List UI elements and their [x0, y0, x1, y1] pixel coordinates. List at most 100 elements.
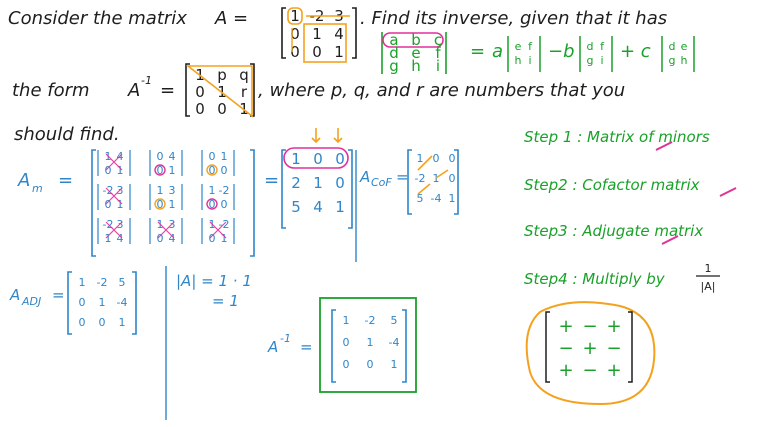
answer-cell: 0: [343, 358, 350, 371]
sign-cell: +: [558, 316, 573, 337]
cofactor-eq: =: [396, 168, 409, 186]
step4-num: 1: [705, 262, 712, 275]
minor-entry: 4: [117, 232, 124, 245]
cofactor-cell: 0: [433, 152, 440, 165]
det-minor1-cell: e: [515, 40, 522, 53]
answer-cell: 0: [343, 336, 350, 349]
answer-cell: 1: [391, 358, 398, 371]
cofactor-cell: 1: [433, 172, 440, 185]
step-1: Step 1 : Matrix of minors: [524, 128, 710, 146]
minors-result-cell: 0: [335, 174, 345, 192]
minor-entry: 0: [221, 198, 228, 211]
minor-entry: 0: [157, 164, 164, 177]
sign-cell: −: [606, 338, 621, 359]
step-3: Step3 : Adjugate matrix: [524, 222, 703, 240]
minors-sub: m: [32, 182, 43, 195]
minor-cross-mark: [105, 187, 123, 205]
minor-entry: 0: [105, 198, 112, 211]
answer-sup: -1: [280, 332, 291, 345]
cofactor-cell: 0: [449, 152, 456, 165]
det-minor2-cell: g: [587, 54, 594, 67]
sign-cell: −: [582, 360, 597, 381]
problem-line1b: . Find its inverse, given that it has: [360, 8, 667, 29]
minor-det-bars: [97, 184, 131, 210]
cofactor-cell: -2: [415, 172, 426, 185]
det-line1: |A| = 1 · 1: [176, 272, 252, 290]
answer-eq: =: [300, 338, 313, 356]
minor-entry: 0: [105, 164, 112, 177]
minor-det-bars: [97, 150, 131, 176]
minor-entry: 1: [221, 232, 228, 245]
det-minor1-cell: h: [515, 54, 522, 67]
adjugate-cell: 1: [79, 276, 86, 289]
sign-cell: −: [558, 338, 573, 359]
det-minor2-cell: i: [600, 54, 603, 67]
cofactor-cell: -4: [431, 192, 442, 205]
answer-cell: 1: [343, 314, 350, 327]
answer-cell: -2: [365, 314, 376, 327]
problem-line2a: the form: [12, 80, 90, 101]
matrix-a-cell: 1: [312, 25, 322, 43]
matrix-a-cell: 0: [290, 43, 300, 61]
highlight-a11: [287, 7, 303, 25]
det-matrix-cell: a: [389, 31, 398, 49]
det-minus-b: −b: [548, 41, 575, 62]
sign-cell: +: [558, 360, 573, 381]
ainv-sup: -1: [141, 74, 152, 87]
minors-result-cell: 2: [291, 174, 301, 192]
minor-entry: 1: [157, 184, 164, 197]
sign-matrix-outline: [525, 301, 656, 406]
ainv-eq: =: [160, 80, 175, 101]
minor-entry: 0: [157, 150, 164, 163]
minor-cross-mark: [105, 153, 123, 171]
sign-cell: +: [606, 316, 621, 337]
det-minor3-cell: d: [669, 40, 676, 53]
det-line2: = 1: [212, 292, 239, 310]
det-plus-c: + c: [620, 41, 651, 62]
minor-entry: -2: [219, 184, 230, 197]
det-matrix-cell: f: [435, 44, 441, 62]
sign-cell: −: [582, 316, 597, 337]
adjugate-cell: 1: [99, 296, 106, 309]
problem-line1: Consider the matrix: [8, 8, 187, 29]
minor-cross-mark: [157, 221, 175, 239]
minor-det-bars: [149, 184, 183, 210]
minor-entry: 1: [169, 164, 176, 177]
cofactor-cell: 5: [417, 192, 424, 205]
matrix-form-cell: 0: [195, 100, 205, 118]
minor-det-bars: [201, 184, 235, 210]
det-minor3-cell: g: [669, 54, 676, 67]
answer-label: A: [267, 338, 278, 356]
matrix-form-cell: 0: [195, 83, 205, 101]
minors-result-cell: 1: [335, 198, 345, 216]
matrix-a-label: A =: [214, 8, 248, 29]
matrix-form-cell: r: [241, 83, 248, 101]
det-minor3-cell: h: [681, 54, 688, 67]
minor-entry: 0: [209, 232, 216, 245]
zero-highlight: [206, 198, 218, 210]
minor-cross-mark: [105, 221, 123, 239]
minor-entry: 0: [209, 150, 216, 163]
problem-line3: should find.: [14, 124, 120, 145]
highlight-first-row: [382, 32, 444, 48]
answer-box: [319, 297, 417, 393]
minor-entry: 0: [157, 232, 164, 245]
det-minor1-cell: i: [528, 54, 531, 67]
highlight-minor-box: [303, 23, 347, 63]
matrix-a-cell: 1: [290, 7, 300, 25]
answer-cell: 5: [391, 314, 398, 327]
minor-entry: 1: [117, 198, 124, 211]
minor-entry: 0: [221, 164, 228, 177]
minors-result-cell: 5: [291, 198, 301, 216]
minor-entry: 3: [169, 184, 176, 197]
adjugate-cell: 5: [119, 276, 126, 289]
minors-result-cell: 0: [313, 150, 323, 168]
adjugate-eq: =: [52, 286, 65, 304]
